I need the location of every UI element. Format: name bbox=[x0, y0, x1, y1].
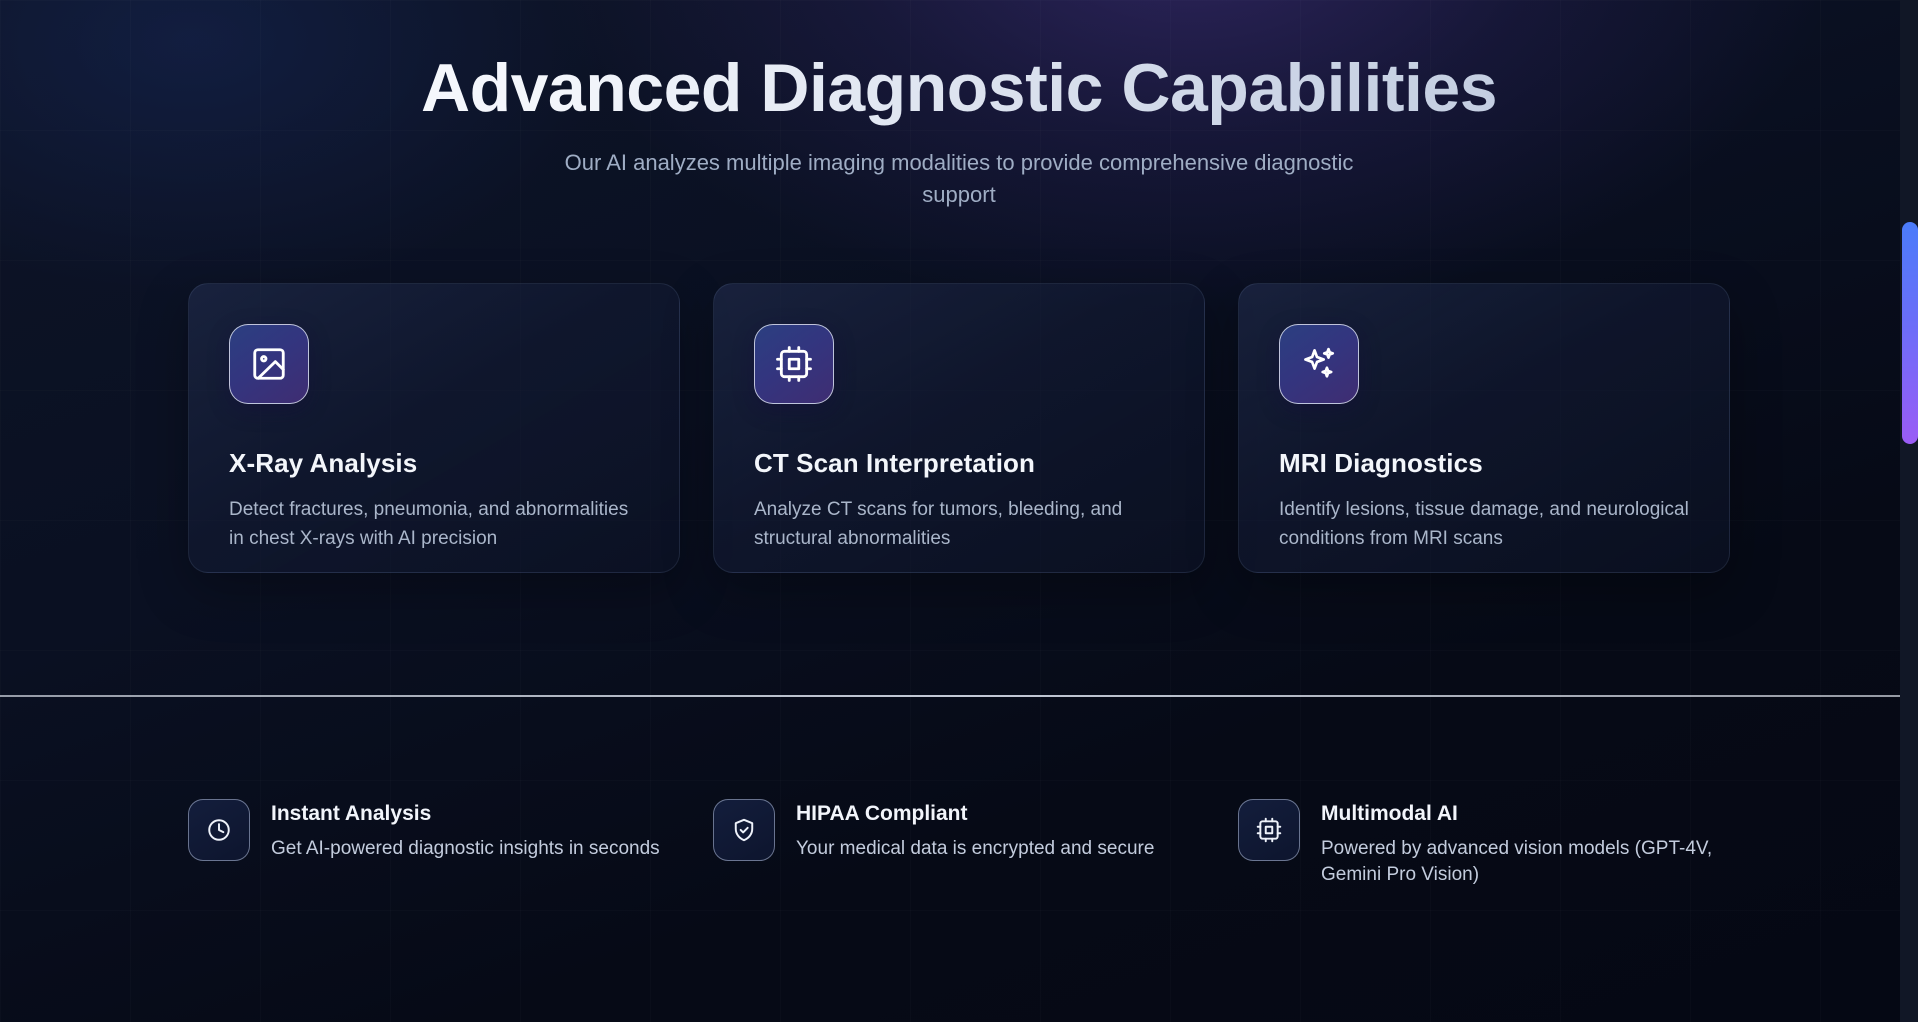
feature-description: Get AI-powered diagnostic insights in se… bbox=[271, 838, 660, 860]
feature-hipaa-compliant: HIPAA Compliant Your medical data is enc… bbox=[713, 798, 1205, 889]
card-title: MRI Diagnostics bbox=[1279, 447, 1483, 478]
cpu-icon bbox=[1256, 817, 1282, 843]
capability-card-mri[interactable]: MRI Diagnostics Identify lesions, tissue… bbox=[1238, 282, 1730, 573]
card-description: Analyze CT scans for tumors, bleeding, a… bbox=[754, 498, 1123, 549]
image-icon bbox=[250, 345, 288, 383]
feature-strip: Instant Analysis Get AI-powered diagnost… bbox=[188, 798, 1730, 889]
feature-text: Instant Analysis Get AI-powered diagnost… bbox=[271, 799, 660, 862]
card-description: Detect fractures, pneumonia, and abnorma… bbox=[229, 498, 629, 549]
feature-instant-analysis: Instant Analysis Get AI-powered diagnost… bbox=[188, 798, 680, 889]
card-description: Identify lesions, tissue damage, and neu… bbox=[1279, 498, 1689, 549]
hero-section: Advanced Diagnostic Capabilities Our AI … bbox=[0, 0, 1918, 211]
card-title: CT Scan Interpretation bbox=[754, 447, 1036, 478]
feature-description: Powered by advanced vision models (GPT-4… bbox=[1321, 838, 1713, 886]
feature-text: Multimodal AI Powered by advanced vision… bbox=[1321, 799, 1721, 889]
feature-title: Instant Analysis bbox=[271, 801, 432, 825]
feature-multimodal-ai: Multimodal AI Powered by advanced vision… bbox=[1238, 798, 1730, 889]
capability-card-xray[interactable]: X-Ray Analysis Detect fractures, pneumon… bbox=[188, 282, 680, 573]
page-subtitle: Our AI analyzes multiple imaging modalit… bbox=[564, 149, 1354, 207]
shield-check-icon bbox=[731, 817, 757, 843]
feature-title: Multimodal AI bbox=[1321, 801, 1458, 825]
card-icon-wrapper bbox=[229, 323, 309, 404]
vertical-scrollbar-track[interactable] bbox=[1900, 0, 1918, 1022]
section-divider bbox=[0, 694, 1918, 697]
clock-icon bbox=[206, 817, 232, 843]
vertical-scrollbar-thumb[interactable] bbox=[1902, 222, 1918, 444]
feature-icon-wrapper bbox=[1238, 798, 1300, 861]
page-content: Advanced Diagnostic Capabilities Our AI … bbox=[0, 0, 1918, 889]
card-icon-wrapper bbox=[754, 323, 834, 404]
capability-cards: X-Ray Analysis Detect fractures, pneumon… bbox=[188, 282, 1730, 573]
feature-title: HIPAA Compliant bbox=[796, 801, 968, 825]
feature-text: HIPAA Compliant Your medical data is enc… bbox=[796, 799, 1154, 862]
feature-icon-wrapper bbox=[713, 798, 775, 861]
card-title: X-Ray Analysis bbox=[229, 447, 418, 478]
card-icon-wrapper bbox=[1279, 323, 1359, 404]
sparkles-icon bbox=[1300, 345, 1338, 383]
capability-card-ct-scan[interactable]: CT Scan Interpretation Analyze CT scans … bbox=[713, 282, 1205, 573]
cpu-icon bbox=[775, 345, 813, 383]
feature-icon-wrapper bbox=[188, 798, 250, 861]
feature-description: Your medical data is encrypted and secur… bbox=[796, 838, 1155, 860]
page-title: Advanced Diagnostic Capabilities bbox=[0, 48, 1918, 135]
